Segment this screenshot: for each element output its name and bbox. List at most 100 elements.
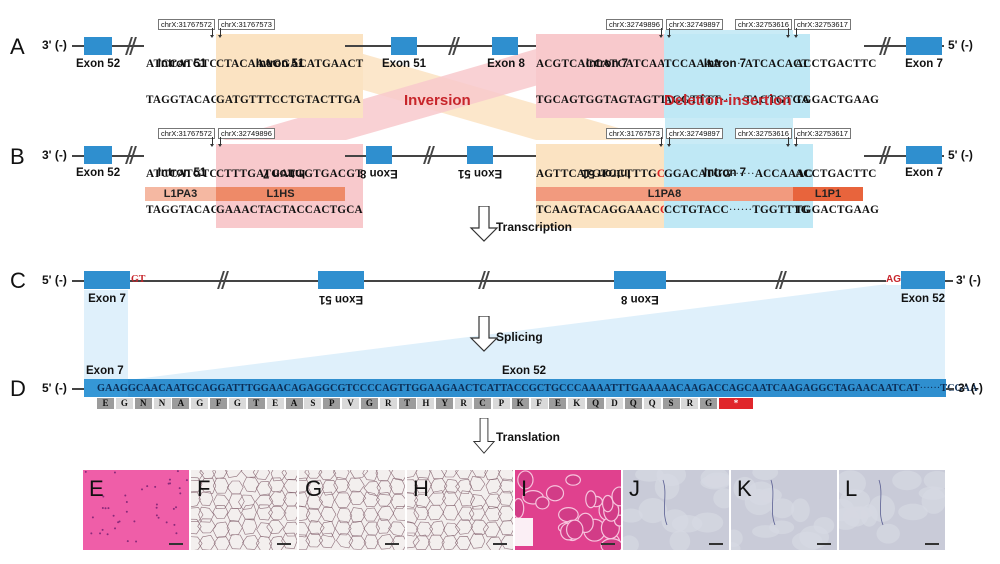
panel-label-d: D [10, 376, 26, 401]
tissue-texture [84, 470, 188, 543]
amino-acid: E [97, 398, 114, 409]
break-icon [880, 146, 890, 164]
break-icon [449, 37, 459, 55]
splice-donor-gt: GT [131, 274, 146, 285]
exon-52-label-d: Exon 52 [501, 365, 547, 377]
coord-label: chrX:32753617 [794, 19, 851, 30]
splice-acceptor-ag: AG [886, 274, 901, 285]
micrograph-panel-h: H [407, 470, 513, 550]
arrow-down-icon [659, 137, 663, 147]
scale-bar [385, 543, 399, 545]
micrograph-label: H [413, 476, 429, 501]
tissue-texture [839, 470, 945, 544]
micrograph-label: G [305, 476, 323, 501]
amino-acid: T [398, 398, 416, 409]
rna-line-c [72, 280, 912, 282]
amino-acid: C [474, 398, 491, 409]
amino-acid: K [568, 398, 586, 409]
tissue-texture [299, 470, 405, 550]
translation-label: Translation [496, 430, 561, 444]
exon-52-box-b [84, 146, 112, 164]
exon-52-label-b: Exon 52 [76, 167, 121, 179]
scale-bar [709, 543, 723, 545]
amino-acid: R [379, 398, 397, 409]
dna-line-b-mid [345, 155, 537, 157]
break-icon [126, 146, 136, 164]
scale-bar [925, 543, 939, 545]
micrograph-label: K [737, 476, 752, 501]
micrograph-panel-i: I [515, 470, 621, 550]
scale-bar [601, 543, 615, 545]
tissue-texture [191, 470, 297, 550]
micrograph-panel-k: K [731, 470, 837, 550]
seq-b-deletion: GGACATGG······ACCAAAC CCTGTACC······TGGT… [664, 144, 813, 228]
inversion-annotation: Inversion [404, 92, 471, 109]
exon-51-box-b [467, 146, 493, 164]
seq-a-intron7: ACGTCACCATCATCAAAG TGCAGTGGTAGTAGTTTC [536, 34, 683, 118]
exon-8-box-c [614, 271, 666, 289]
amino-acid: E [266, 398, 284, 409]
exon-51-box-a [391, 37, 417, 55]
repeat-l1p1: L1P1 [793, 187, 863, 201]
translation-arrow-icon [472, 418, 496, 454]
strand-label-c-left: 5' (-) [42, 273, 67, 287]
exon-51-box-c [318, 271, 364, 289]
splice-band-exon7 [84, 290, 128, 380]
panel-label-a: A [10, 34, 25, 59]
intron-51-label-b: Intron 51 [157, 167, 207, 179]
amino-acid: A [285, 398, 303, 409]
amino-acid: Q [643, 398, 661, 409]
micrograph-panel-g: G [299, 470, 405, 550]
amino-acid: G [360, 398, 378, 409]
arrow-down-icon [794, 28, 798, 38]
exon-51-label-b-inverted: Exon 51 [457, 167, 503, 179]
exon-7-label-b: Exon 7 [905, 167, 943, 179]
transcription-label: Transcription [496, 220, 573, 234]
break-icon [218, 271, 228, 289]
arrow-down-icon [786, 28, 790, 38]
tissue-texture [731, 470, 835, 550]
micrograph-panel-j: J [623, 470, 729, 550]
strand-label-a-left: 3' (-) [42, 38, 67, 52]
amino-acid: E [549, 398, 567, 409]
coord-label: chrX:32753617 [794, 128, 851, 139]
exon-8-label-a: Exon 8 [487, 58, 525, 70]
coord-label: chrX:31767572 [158, 19, 215, 30]
seq-a-left: ATCCATGTCC TAGGTACAGG [146, 58, 229, 106]
amino-acid: G [115, 398, 133, 409]
seq-a-right: ACCTGACTTC TGGACTGAAG [795, 58, 880, 106]
exon-52-label-a: Exon 52 [76, 58, 121, 70]
exon-7-label-c: Exon 7 [88, 293, 126, 305]
exon-7-box-c [84, 271, 130, 289]
exon-7-box-b [906, 146, 942, 164]
arrow-down-icon [786, 137, 790, 147]
micrograph-panel-l: L [839, 470, 945, 550]
exon-8-box-a [492, 37, 518, 55]
rna-line-c-end [945, 280, 953, 282]
amino-acid: Q [587, 398, 605, 409]
exon-8-box-b [366, 146, 392, 164]
dna-line-a-mid [345, 45, 537, 47]
break-icon [776, 271, 786, 289]
amino-acid: V [342, 398, 360, 409]
repeat-l1pa8: L1PA8 [536, 187, 793, 201]
intron-51-label-b-inverted: Intron 51 [581, 167, 631, 179]
intron-7-label-b: Intron 7 [703, 167, 747, 179]
mrna-bar-d [84, 379, 946, 397]
arrow-down-icon [210, 28, 214, 38]
strand-label-a-right: 5' (-) [948, 38, 973, 52]
break-icon [479, 271, 489, 289]
intron-7-label-a-right: Intron 7 [703, 58, 747, 70]
exon-52-box-a [84, 37, 112, 55]
splice-band-exon52 [128, 282, 945, 380]
coord-label: chrX:32749896 [606, 19, 663, 30]
splicing-arrow-icon [469, 316, 499, 352]
amino-acid: N [134, 398, 152, 409]
coord-label: chrX:32749897 [666, 128, 723, 139]
coord-label: chrX:31767572 [158, 128, 215, 139]
arrow-down-icon [667, 28, 671, 38]
dna-line-b-right [864, 155, 944, 157]
repeat-l1hs: L1HS [216, 187, 345, 201]
seq-a-intron51: CTACAAAGGACATGAACT GATGTTTCCTGTACTTGA [216, 34, 364, 118]
tissue-texture [407, 470, 513, 550]
